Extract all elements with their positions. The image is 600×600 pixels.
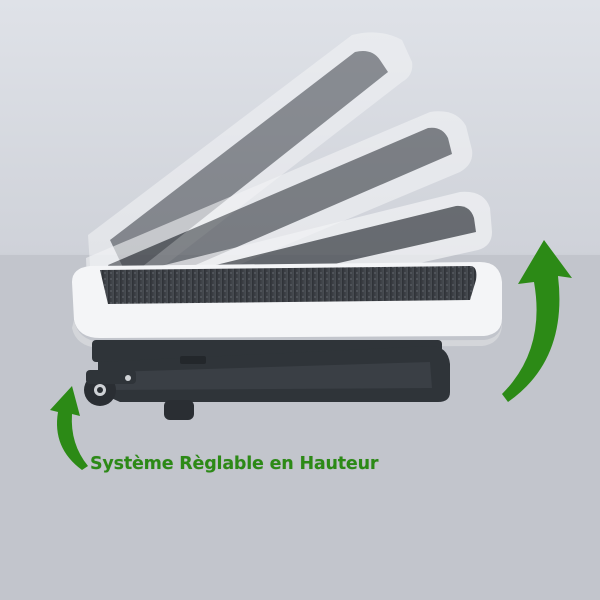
- footrest-platform: [72, 262, 502, 348]
- rubber-foot: [164, 400, 194, 420]
- height-adjustable-caption: Système Règlable en Hauteur: [90, 454, 379, 474]
- right-arrow: [502, 240, 572, 402]
- left-arrow: [50, 386, 88, 470]
- curved-arrow-up-icon: [50, 386, 88, 470]
- footrest-frame: [84, 340, 450, 420]
- curved-arrow-up-icon: [502, 240, 572, 402]
